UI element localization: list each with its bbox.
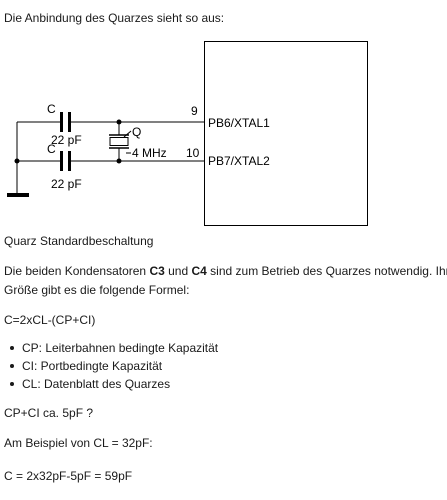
ground-symbol (7, 193, 29, 197)
crystal-value: 4 MHz (132, 146, 167, 160)
mcu-box (204, 41, 368, 226)
bullet-icon (10, 346, 14, 350)
intro-text: Die Anbindung des Quarzes sieht so aus: (4, 11, 225, 25)
component-c3: C3 (149, 264, 165, 278)
list-item: CL: Datenblatt des Quarzes (0, 377, 218, 395)
cap-top-label: C (47, 102, 56, 116)
cap-bottom-value: 22 pF (51, 177, 82, 191)
estimate-note: CP+CI ca. 5pF ? (4, 406, 94, 420)
capacitor-top (60, 112, 63, 132)
pin-top-number: 9 (191, 104, 198, 118)
bullet-icon (10, 382, 14, 386)
pin-bottom-number: 10 (186, 146, 200, 160)
crystal-label: Q (132, 125, 141, 139)
example-result: C = 2x32pF-5pF = 59pF (4, 469, 133, 483)
paragraph-text: und (164, 264, 192, 278)
component-c4: C4 (191, 264, 207, 278)
figure-caption: Quarz Standardbeschaltung (4, 234, 154, 248)
paragraph-line-2: Größe gibt es die folgende Formel: (4, 283, 190, 297)
list-item: CP: Leiterbahnen bedingte Kapazität (0, 341, 218, 359)
capacitor-bottom (60, 151, 63, 171)
crystal-schematic: C 22 pF C 22 pF Q 4 MHz 9 10 PB6/XTAL1 P… (7, 41, 368, 226)
example-intro: Am Beispiel von CL = 32pF: (4, 436, 153, 450)
paragraph-line-1: Die beiden Kondensatoren C3 und C4 sind … (4, 264, 447, 278)
pin-top-label: PB6/XTAL1 (208, 116, 270, 130)
formula-capacitance: C=2xCL-(CP+CI) (4, 313, 96, 327)
list-item: CI: Portbedingte Kapazität (0, 359, 218, 377)
pin-bottom-label: PB7/XTAL2 (208, 154, 270, 168)
cap-top-value: 22 pF (51, 133, 82, 147)
bullet-icon (10, 364, 14, 368)
variable-list: CP: Leiterbahnen bedingte Kapazität CI: … (0, 341, 218, 395)
paragraph-text: sind zum Betrieb des Quarzes notwendig. … (206, 264, 447, 278)
junction-dot (14, 158, 20, 164)
paragraph-text: Die beiden Kondensatoren (4, 264, 150, 278)
cap-bottom-label: C (47, 142, 56, 156)
crystal-symbol (109, 137, 129, 146)
